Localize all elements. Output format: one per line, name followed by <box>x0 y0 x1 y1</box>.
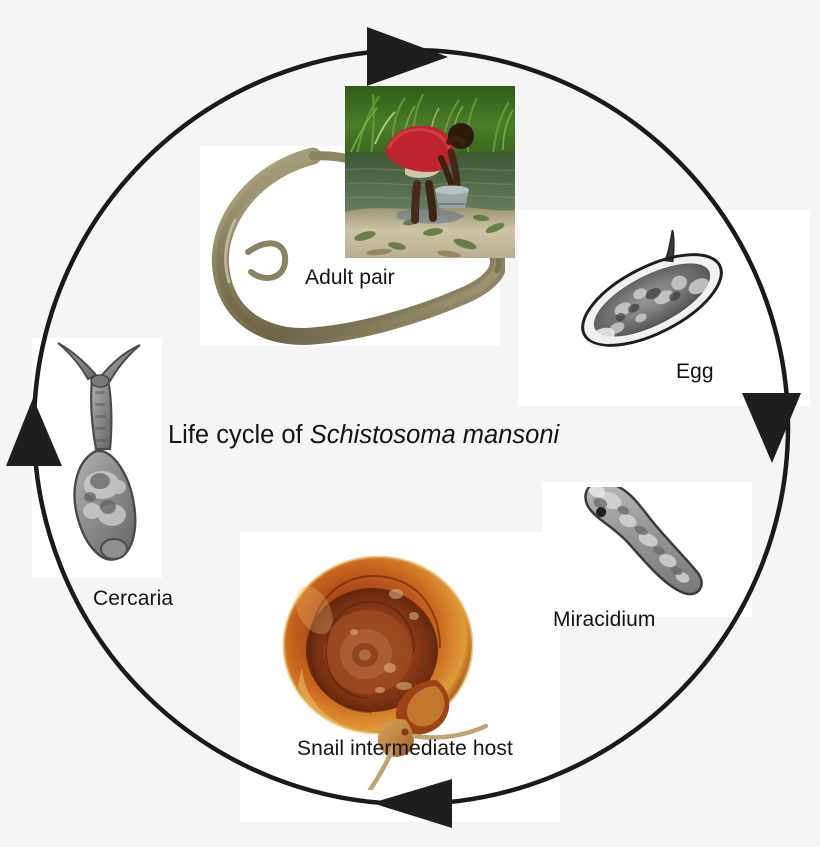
figure-title: Life cycle of Schistosoma mansoni <box>168 421 559 450</box>
arrow-right-down-icon <box>742 393 801 463</box>
egg-image <box>560 225 745 375</box>
snail-image <box>268 540 493 807</box>
label-snail-intermediate-host: Snail intermediate host <box>297 737 513 760</box>
arrow-top-right-icon <box>367 27 448 86</box>
miracidium-image <box>548 480 733 602</box>
label-egg: Egg <box>676 360 714 383</box>
title-species-name: Schistosoma mansoni <box>309 421 560 449</box>
human-water-contact-photo <box>345 86 515 258</box>
cercaria-image <box>40 335 160 585</box>
title-prefix: Life cycle of <box>168 421 310 449</box>
arrow-left-up-icon <box>6 398 62 466</box>
arrow-bottom-left-icon <box>372 779 452 828</box>
label-adult-pair: Adult pair <box>305 266 395 289</box>
label-cercaria: Cercaria <box>93 587 174 610</box>
label-miracidium: Miracidium <box>553 608 656 631</box>
